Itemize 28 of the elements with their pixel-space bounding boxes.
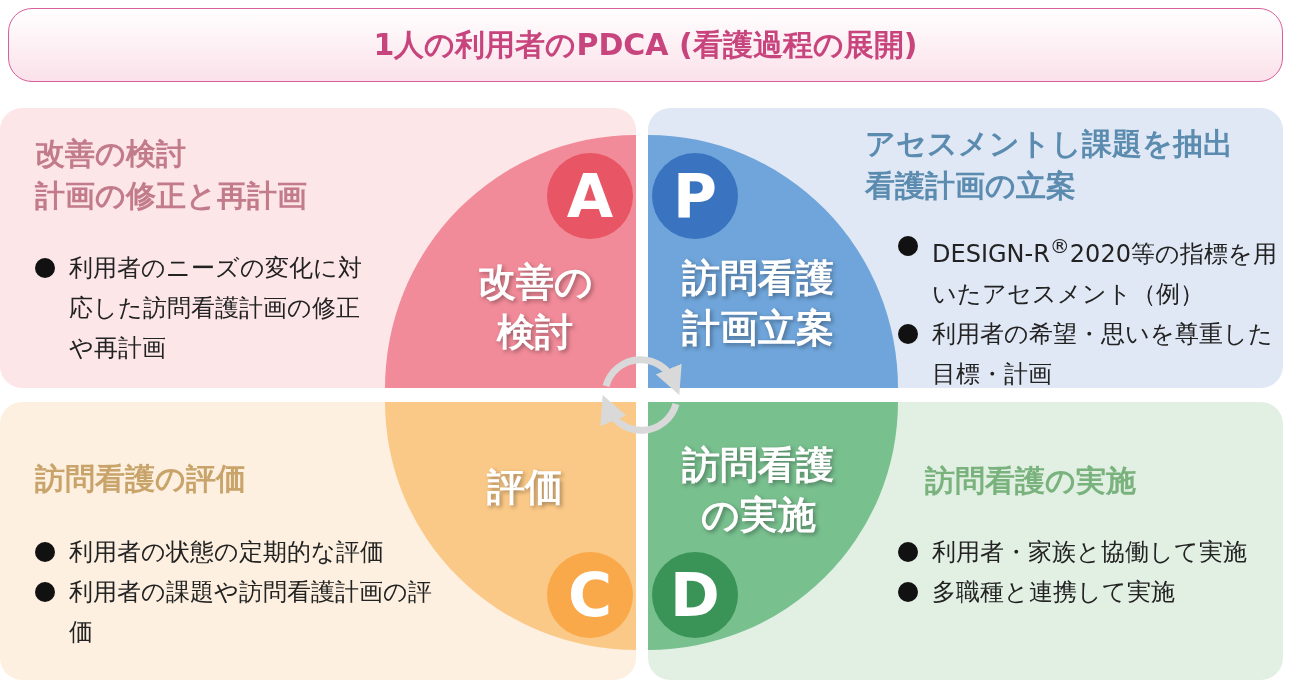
bullet-item: 利用者・家族と協働して実施 — [932, 537, 1248, 568]
quadrant-panel — [648, 402, 1283, 680]
letter-badge: P — [652, 153, 738, 239]
panel-heading: アセスメントし課題を抽出 — [865, 125, 1233, 163]
letter-badge: C — [547, 552, 633, 638]
sector-label: 改善の検討 — [476, 259, 594, 356]
bullet-item: 利用者の希望・思いを尊重した目標・計画 — [932, 319, 1274, 390]
sector-label: 評価 — [486, 464, 564, 511]
quadrant-panel — [0, 402, 636, 680]
bullet-item: 利用者の課題や訪問看護計画の評価 — [69, 577, 433, 648]
quadrant-panel — [648, 108, 1283, 388]
bullet-item: 多職種と連携して実施 — [932, 577, 1176, 608]
panel-heading: 訪問看護の実施 — [925, 462, 1136, 500]
panel-heading: 計画の修正と再計画 — [35, 177, 307, 215]
bullet-item: DESIGN-R$^{®}$2020等の指標を用いたアセスメント（例） — [932, 233, 1278, 310]
sector-label: 訪問看護計画立案 — [681, 255, 835, 352]
quadrant-panel — [0, 108, 636, 388]
panel-heading: 訪問看護の評価 — [35, 460, 246, 498]
cycle-arrow — [602, 356, 681, 395]
letter-badge: A — [547, 153, 633, 239]
bullet-item: 利用者の状態の定期的な評価 — [69, 537, 385, 568]
cycle-arrow — [601, 395, 680, 434]
sector-label: 訪問看護の実施 — [681, 442, 835, 539]
panel-heading: 改善の検討 — [35, 135, 187, 173]
title-banner: 1人の利用者のPDCA (看護過程の展開) — [8, 8, 1283, 82]
letter-badge: D — [652, 552, 738, 638]
panel-heading: 看護計画の立案 — [865, 167, 1077, 205]
bullet-item: 利用者のニーズの変化に対応した訪問看護計画の修正や再計画 — [69, 253, 363, 364]
